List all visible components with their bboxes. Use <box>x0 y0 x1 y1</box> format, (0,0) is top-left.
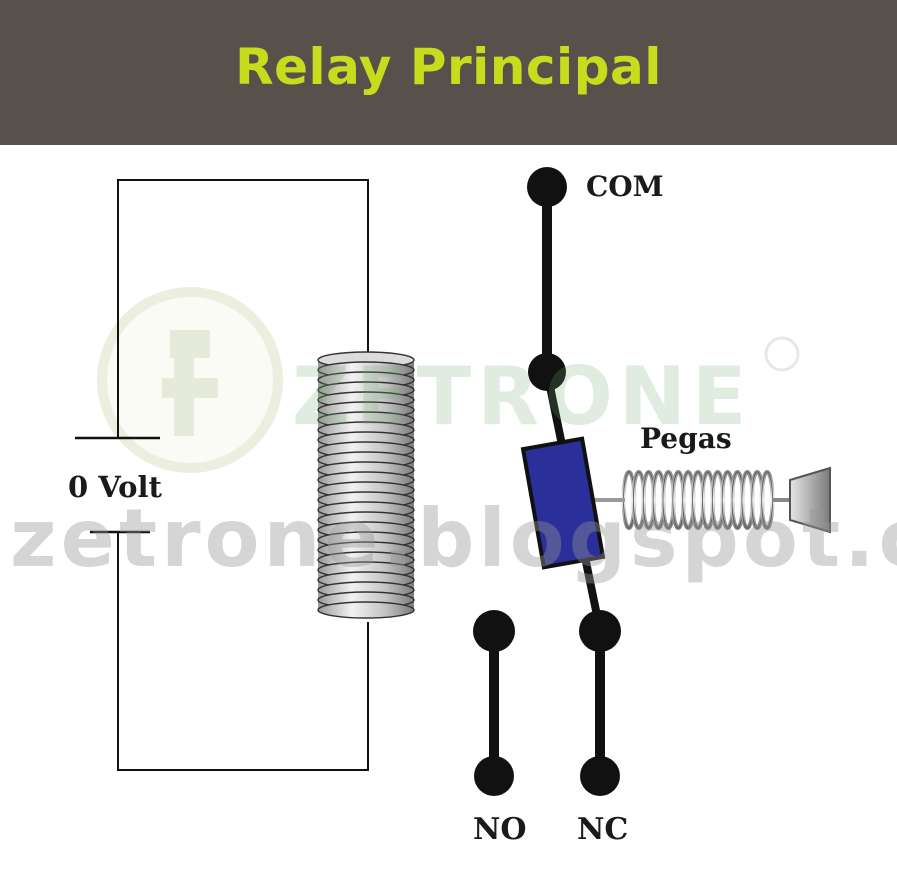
header-bar: Relay Principal <box>0 0 897 145</box>
return-spring <box>621 470 775 530</box>
com-terminal <box>527 167 567 391</box>
nc-contact <box>579 610 621 796</box>
electromagnet-coil <box>317 351 415 619</box>
voltage-label: 0 Volt <box>68 470 162 504</box>
com-label: COM <box>586 170 664 203</box>
armature-block <box>520 436 606 570</box>
spring-label: Pegas <box>640 422 732 455</box>
page-title: Relay Principal <box>235 38 662 96</box>
coil-circuit-wire <box>117 179 369 771</box>
spring-anchor <box>772 466 831 534</box>
watermark-brand: ZETRONE <box>292 350 753 443</box>
nc-label: NC <box>577 812 629 847</box>
no-label: NO <box>473 812 527 847</box>
no-contact <box>473 610 515 796</box>
watermark-logo-icon <box>97 287 800 473</box>
battery-symbol <box>75 436 160 534</box>
watermark-url: zetrone.blogspot.com <box>10 492 897 585</box>
coil-turn <box>317 601 415 619</box>
